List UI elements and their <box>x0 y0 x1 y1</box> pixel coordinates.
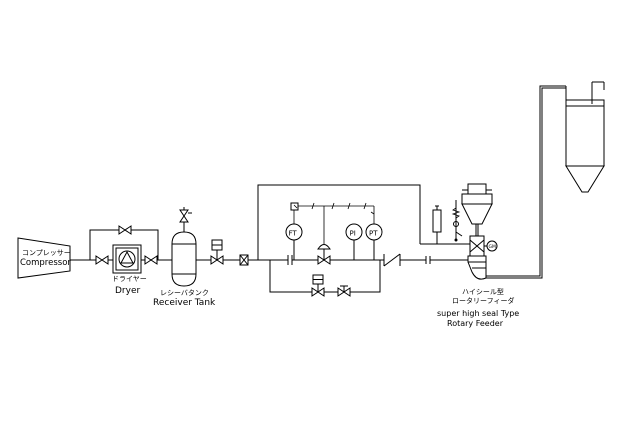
receiver-label-jp: レシーバタンク <box>160 288 209 297</box>
compressor: コンプレッサー Compressor <box>17 237 71 279</box>
dryer-outlet-valve <box>144 255 158 265</box>
receiver-tank: レシーバタンク Receiver Tank <box>153 207 216 308</box>
feeder-label-en-1: super high seal Type <box>437 309 519 318</box>
feeder-label-jp-2: ロータリーフィーダ <box>452 296 514 305</box>
pi-label: PI <box>350 230 356 238</box>
compressor-label-jp: コンプレッサー <box>22 249 71 257</box>
compressor-label-en: Compressor <box>20 258 71 268</box>
flow-transmitter: FT <box>285 223 303 265</box>
feeder-label-en-2: Rotary Feeder <box>447 319 504 328</box>
dryer-label-en: Dryer <box>115 286 140 296</box>
pressure-regulator-valve <box>210 239 224 265</box>
conveying-line <box>486 85 566 279</box>
pt-label: PT <box>369 230 378 238</box>
pressure-transmitter: PT <box>365 223 383 260</box>
pressure-indicator: PI <box>345 223 363 260</box>
receiving-silo <box>565 81 605 193</box>
flow-control-valve <box>317 244 331 265</box>
gm-label: GM <box>489 244 496 250</box>
check-valve <box>383 253 401 267</box>
dryer-inlet-valve <box>95 255 109 265</box>
rotary-feeder-assembly: GM <box>430 183 498 280</box>
control-signal-line <box>290 202 375 244</box>
line-filter <box>239 254 249 266</box>
vent-return-line <box>257 184 430 260</box>
dryer: ドライヤー Dryer <box>112 244 147 296</box>
dryer-bypass-line <box>89 225 159 260</box>
feeder-label-jp-1: ハイシール型 <box>462 287 504 296</box>
dryer-label-jp: ドライヤー <box>112 275 147 283</box>
flow-bypass-loop <box>269 260 381 297</box>
ft-label: FT <box>289 230 298 238</box>
receiver-label-en: Receiver Tank <box>153 298 216 308</box>
